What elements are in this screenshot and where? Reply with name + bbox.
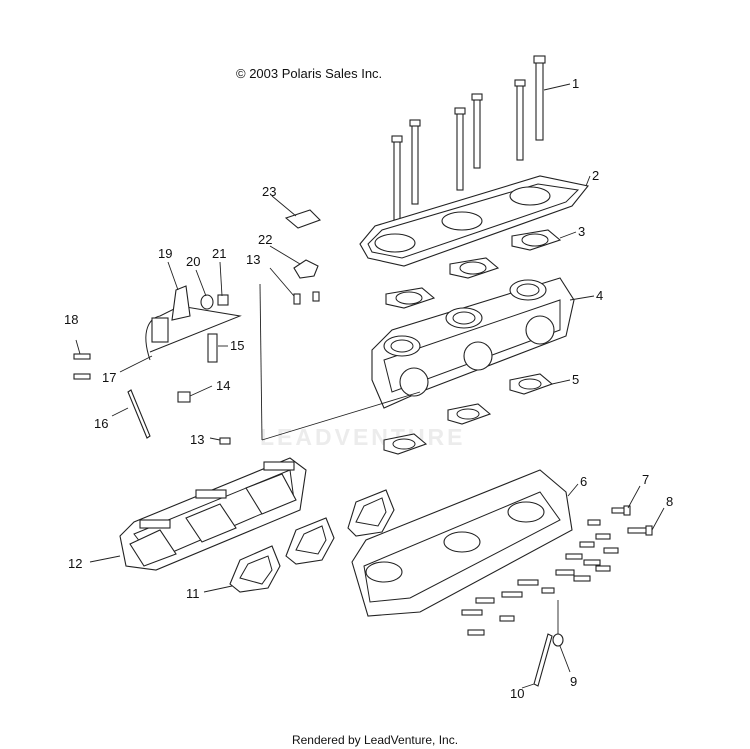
callout-8: 8 (666, 494, 673, 509)
part-19-sensor[interactable] (171, 285, 191, 321)
part-11-reed-blocks[interactable] (229, 489, 395, 593)
part-8-bolt[interactable] (627, 525, 653, 536)
part-13-bolts[interactable] (219, 291, 320, 445)
callout-12: 12 (68, 556, 82, 571)
part-21-clip[interactable] (217, 294, 229, 306)
part-12-reed-cage[interactable] (119, 457, 307, 571)
watermark: LEADVENTURE (260, 424, 466, 450)
callout-labels: 1 2 3 4 5 6 7 8 9 10 11 12 13 13 14 15 1… (64, 76, 673, 701)
callout-10: 10 (510, 686, 524, 701)
callout-5: 5 (572, 372, 579, 387)
part-3-gaskets[interactable] (385, 229, 562, 309)
callout-11: 11 (186, 586, 200, 601)
callout-1: 1 (572, 76, 579, 91)
part-15-pin[interactable] (207, 333, 218, 363)
part-5-gaskets[interactable] (383, 373, 554, 455)
callout-22: 22 (258, 232, 272, 247)
part-22-fitting[interactable] (293, 259, 319, 279)
part-2-plate[interactable] (359, 175, 589, 267)
callout-18: 18 (64, 312, 78, 327)
part-17-sensor-harness[interactable] (145, 305, 242, 361)
callout-14: 14 (216, 378, 230, 393)
callout-2: 2 (592, 168, 599, 183)
callout-9: 9 (570, 674, 577, 689)
callout-20: 20 (186, 254, 200, 269)
callout-19: 19 (158, 246, 172, 261)
part-16-rod[interactable] (127, 389, 151, 439)
callout-3: 3 (578, 224, 585, 239)
part-14-connector[interactable] (177, 391, 191, 403)
callout-7: 7 (642, 472, 649, 487)
part-4-carburetors[interactable] (371, 277, 575, 409)
part-10-stud[interactable] (533, 633, 553, 687)
callout-23: 23 (262, 184, 276, 199)
part-18-screws[interactable] (73, 353, 91, 380)
callout-15: 15 (230, 338, 244, 353)
callout-16: 16 (94, 416, 108, 431)
small-bolts-group (461, 519, 619, 636)
part-23-gasket[interactable] (284, 209, 321, 229)
callout-17: 17 (102, 370, 116, 385)
copyright-text: © 2003 Polaris Sales Inc. (236, 66, 383, 81)
callout-6: 6 (580, 474, 587, 489)
part-7-bolt[interactable] (611, 505, 631, 516)
callout-21: 21 (212, 246, 226, 261)
footer-credit: Rendered by LeadVenture, Inc. (291, 733, 459, 747)
callout-13-top: 13 (246, 252, 260, 267)
part-9-nut[interactable] (552, 633, 564, 647)
callout-13-bottom: 13 (190, 432, 204, 447)
part-20-ring[interactable] (200, 294, 214, 310)
leader-lines (75, 83, 665, 689)
callout-4: 4 (596, 288, 603, 303)
part-6-manifold[interactable] (351, 469, 573, 617)
